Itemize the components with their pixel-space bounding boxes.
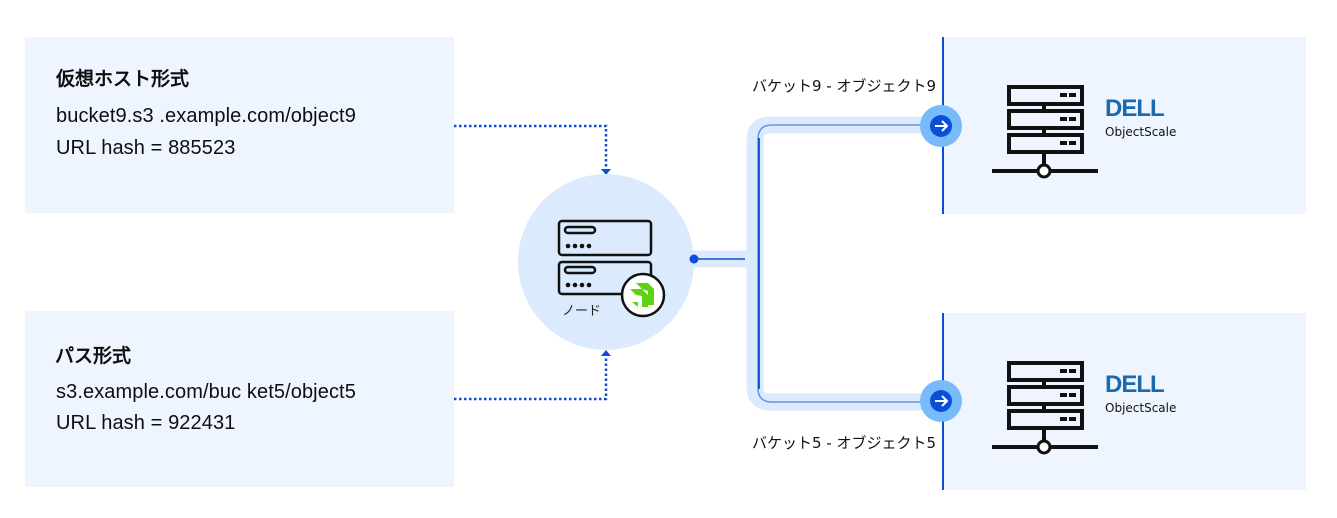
connector-dot bbox=[689, 254, 699, 264]
dell-logo: DELL bbox=[1105, 371, 1165, 398]
request-url: bucket9.s3 .example.com/object9 bbox=[56, 105, 356, 127]
route-label-top: バケット9 - オブジェクト9 bbox=[752, 77, 937, 95]
path-style-panel: パス形式 s3.example.com/buc ket5/object5 URL… bbox=[25, 311, 454, 487]
green-arrow-badge-icon bbox=[620, 272, 666, 318]
objectscale-panel-top: DELL ObjectScale bbox=[942, 37, 1306, 214]
server-rack-network-icon bbox=[992, 85, 1098, 179]
product-name: ObjectScale bbox=[1105, 125, 1177, 139]
node-label: ノード bbox=[562, 304, 602, 319]
pipe bbox=[689, 116, 942, 411]
virtual-host-style-panel: 仮想ホスト形式 bucket9.s3 .example.com/object9 … bbox=[25, 37, 454, 213]
panel-title: 仮想ホスト形式 bbox=[56, 68, 190, 90]
dell-logo: DELL bbox=[1105, 95, 1165, 122]
url-hash: URL hash = 922431 bbox=[56, 412, 236, 434]
dotted-arrow-top bbox=[454, 124, 611, 175]
dotted-arrow-bottom bbox=[454, 350, 611, 401]
panel-title: パス形式 bbox=[55, 345, 132, 367]
arrow-up-icon bbox=[601, 350, 611, 356]
objectscale-panel-bottom: DELL ObjectScale bbox=[942, 313, 1306, 490]
server-led-dots bbox=[565, 243, 592, 288]
url-hash: URL hash = 885523 bbox=[56, 137, 236, 159]
arrow-right-circle-icon bbox=[920, 105, 962, 147]
arrow-down-icon bbox=[601, 169, 611, 175]
route-label-bottom: バケット5 - オブジェクト5 bbox=[752, 434, 937, 452]
server-rack-network-icon bbox=[992, 361, 1098, 455]
arrow-right-circle-icon bbox=[920, 380, 962, 422]
product-name: ObjectScale bbox=[1105, 401, 1177, 415]
request-url: s3.example.com/buc ket5/object5 bbox=[56, 381, 356, 403]
